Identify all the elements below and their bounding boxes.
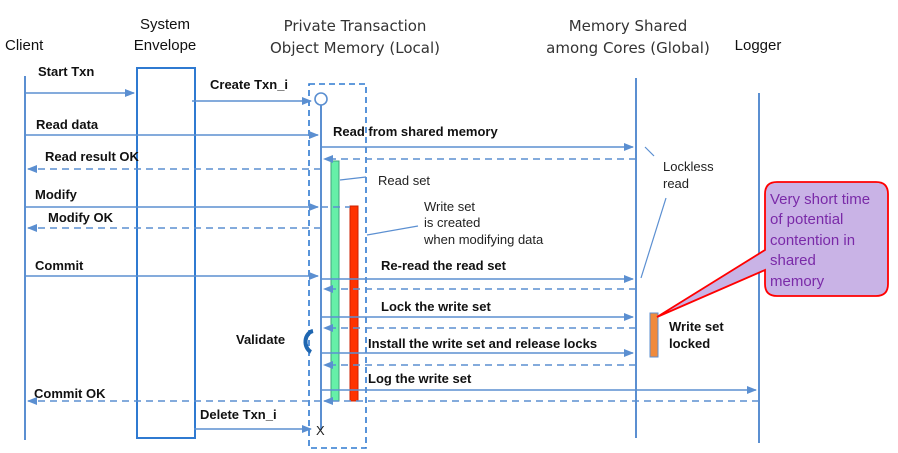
- contention-callout: [656, 181, 889, 318]
- lockless-note-2: read: [663, 176, 689, 191]
- write-set-note-3: when modifying data: [423, 232, 544, 247]
- callout-line-1: Very short time: [770, 191, 870, 208]
- modify-label: Modify: [35, 187, 78, 202]
- modify-ok-label: Modify OK: [48, 210, 114, 225]
- lockless-note-1: Lockless: [663, 159, 714, 174]
- validate-label: Validate: [236, 332, 285, 347]
- lane-header-system-envelope-1: System: [140, 16, 190, 33]
- create-txn-label: Create Txn_i: [210, 77, 288, 92]
- write-set-bar: [349, 205, 359, 402]
- read-result-ok-label: Read result OK: [45, 149, 140, 164]
- lockless-leader-1: [644, 146, 655, 157]
- lane-header-shared-memory-2: among Cores (Global): [546, 39, 710, 57]
- write-set-locked-note-2: locked: [669, 336, 710, 351]
- read-shared-label: Read from shared memory: [333, 124, 498, 139]
- lock-write-set-label: Lock the write set: [381, 299, 491, 314]
- write-set-locked-note-1: Write set: [669, 319, 724, 334]
- delete-txn-label: Delete Txn_i: [200, 407, 277, 422]
- txn-terminate-mark: X: [316, 423, 325, 438]
- lane-header-logger: Logger: [735, 37, 782, 54]
- write-set-note-2: is created: [424, 215, 480, 230]
- callout-line-3: contention in: [770, 232, 855, 249]
- reread-label: Re-read the read set: [381, 258, 507, 273]
- write-set-leader: [366, 225, 419, 236]
- read-set-leader: [339, 176, 367, 181]
- callout-line-4: shared: [770, 252, 816, 269]
- callout-line-2: of potential: [770, 211, 843, 228]
- start-txn-label: Start Txn: [38, 64, 94, 79]
- write-set-note-1: Write set: [424, 199, 475, 214]
- commit-label: Commit: [35, 258, 84, 273]
- read-set-note: Read set: [378, 173, 430, 188]
- lane-header-system-envelope-2: Envelope: [134, 37, 197, 54]
- private-memory-box: [308, 83, 367, 449]
- install-write-set-label: Install the write set and release locks: [368, 336, 597, 351]
- lockless-leader-2: [640, 197, 667, 279]
- lane-header-private-memory-1: Private Transaction: [284, 17, 427, 35]
- callout-line-5: memory: [770, 273, 825, 290]
- lane-header-shared-memory-1: Memory Shared: [569, 17, 688, 35]
- txn-start-circle: [314, 92, 328, 106]
- read-data-label: Read data: [36, 117, 99, 132]
- commit-ok-label: Commit OK: [34, 386, 106, 401]
- log-write-set-label: Log the write set: [368, 371, 472, 386]
- validate-loop-icon: [303, 329, 314, 354]
- lane-header-private-memory-2: Object Memory (Local): [270, 39, 440, 57]
- lane-header-client: Client: [5, 37, 44, 54]
- write-set-locked-bar: [649, 312, 659, 358]
- system-envelope-box: [136, 67, 196, 439]
